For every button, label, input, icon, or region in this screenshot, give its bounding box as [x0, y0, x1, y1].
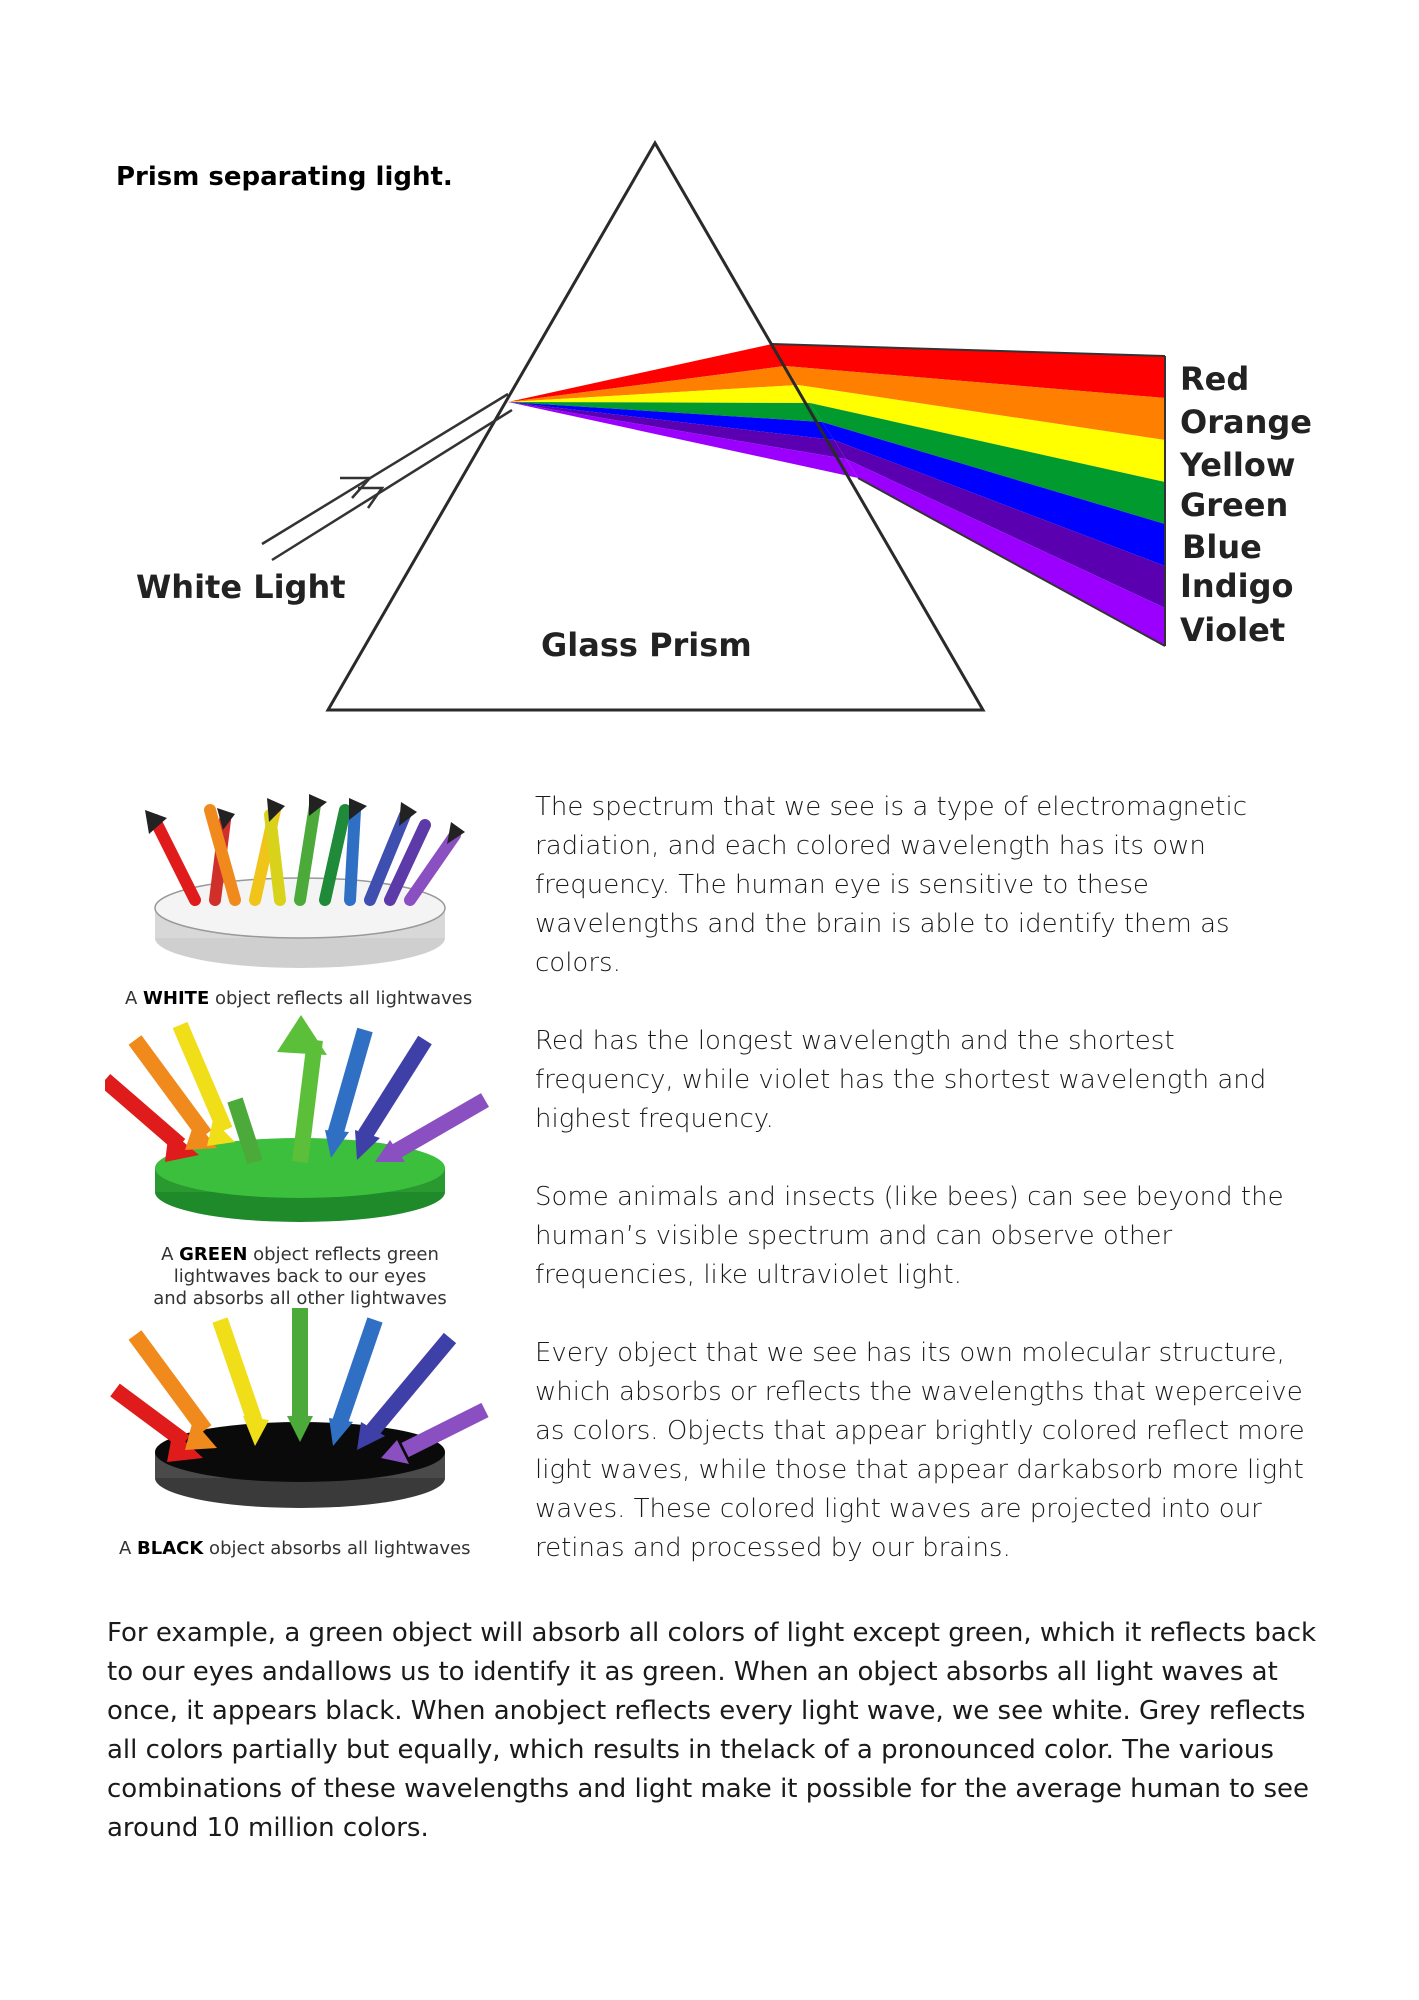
black-object-panel: A BLACK object absorbs all lightwaves	[110, 1308, 489, 1559]
prism-diagram: White Light Glass Prism Red Orange Yello…	[136, 140, 1312, 712]
spectrum-label-red: Red	[1180, 360, 1249, 398]
glass-prism	[325, 140, 986, 712]
internal-dispersion	[508, 344, 858, 478]
bottom-text-block: For example, a green object will absorb …	[107, 1614, 1327, 1848]
paragraph-molecular-structure: Every object that we see has its own mol…	[535, 1338, 1305, 1563]
green-object-caption: A GREEN object reflects green	[161, 1244, 439, 1265]
green-object-caption-line2: lightwaves back to our eyes	[174, 1266, 426, 1287]
paragraph-spectrum: The spectrum that we see is a type of el…	[535, 792, 1247, 978]
object-reflection-illustration: A WHITE object reflects all lightwaves	[105, 794, 490, 1559]
glass-prism-label: Glass Prism	[541, 626, 752, 664]
black-object-caption: A BLACK object absorbs all lightwaves	[119, 1538, 471, 1559]
spectrum-label-yellow: Yellow	[1179, 446, 1295, 484]
spectrum-label-green: Green	[1180, 486, 1288, 524]
paragraph-wavelength: Red has the longest wavelength and the s…	[535, 1026, 1267, 1134]
white-light-beam	[261, 392, 513, 562]
side-text-column: The spectrum that we see is a type of el…	[535, 788, 1305, 1607]
white-object-caption: A WHITE object reflects all lightwaves	[125, 988, 472, 1009]
white-light-label: White Light	[136, 568, 346, 606]
figure-caption: Prism separating light.	[116, 162, 453, 192]
spectrum-bands	[771, 343, 1166, 647]
spectrum-label-blue: Blue	[1182, 528, 1262, 566]
paragraph-example: For example, a green object will absorb …	[107, 1618, 1317, 1843]
green-object-panel: A GREEN object reflects green lightwaves…	[105, 1015, 490, 1309]
green-object-caption-line3: and absorbs all other lightwaves	[153, 1288, 447, 1309]
white-object-panel: A WHITE object reflects all lightwaves	[125, 794, 472, 1009]
paragraph-animals: Some animals and insects (like bees) can…	[535, 1182, 1284, 1290]
spectrum-label-violet: Violet	[1180, 611, 1285, 649]
spectrum-label-orange: Orange	[1180, 403, 1312, 441]
spectrum-label-indigo: Indigo	[1180, 567, 1293, 605]
